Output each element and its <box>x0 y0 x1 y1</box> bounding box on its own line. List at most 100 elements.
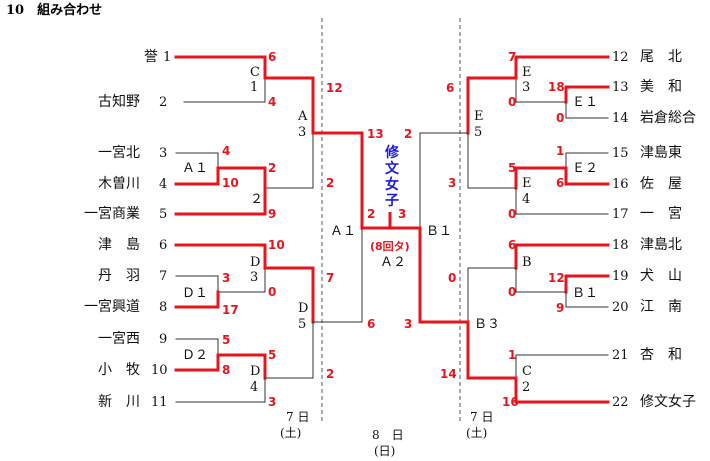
score: 7 <box>326 271 334 285</box>
match-label: C <box>250 65 260 80</box>
match-label: D <box>298 301 308 316</box>
bracket-line <box>216 166 267 190</box>
score: 2 <box>404 127 412 141</box>
team-name: 佐 屋 <box>640 176 682 192</box>
team-seed: 20 <box>612 300 629 315</box>
page-title: 10 組み合わせ <box>6 2 102 18</box>
team-seed: 18 <box>612 238 629 253</box>
team-seed: 8 <box>159 300 167 315</box>
score: 2 <box>268 161 276 175</box>
team-seed: 1 <box>163 50 171 65</box>
bracket-line <box>564 166 610 186</box>
right-teams: 12 尾 北 13 美 和 14 岩倉総合 15 津島東 16 佐 屋 17 一… <box>612 49 696 410</box>
bracket-line <box>263 76 315 135</box>
score: 9 <box>268 207 276 221</box>
match-label: 1 <box>250 80 258 95</box>
bracket-line <box>419 132 469 229</box>
score: 6 <box>508 238 516 252</box>
match-label: A <box>297 109 308 124</box>
bracket-line <box>565 152 609 169</box>
bracket-line <box>311 131 364 230</box>
champion-char: 修 <box>384 144 400 161</box>
bracket-line <box>174 290 220 309</box>
bracket-line <box>312 227 363 323</box>
team-name: 美 和 <box>640 79 682 95</box>
bracket-line <box>174 243 267 270</box>
team-seed: 12 <box>612 50 629 65</box>
bracket-line <box>565 101 609 119</box>
score: 3 <box>448 176 456 190</box>
score: 12 <box>326 81 343 95</box>
champion-name: 修 文 女 子 <box>384 144 400 209</box>
day-label-center-weekday: (日) <box>374 444 395 458</box>
team-name: 小 牧 <box>98 362 140 378</box>
match-labels: C 1 A 3 Ａ１ ２ D 3 Ｄ１ D 5 Ｄ２ D 4 Ａ１ Ａ２ Ｂ１ … <box>182 65 598 395</box>
score: 6 <box>446 81 454 95</box>
match-label: B <box>522 255 532 270</box>
score: 6 <box>367 317 375 331</box>
team-seed: 21 <box>612 348 629 363</box>
team-seed: 5 <box>159 207 167 222</box>
team-seed: 16 <box>612 177 629 192</box>
team-name: 江 南 <box>640 299 682 315</box>
bracket-line <box>264 132 314 189</box>
match-label: E <box>522 65 532 80</box>
match-label: 3 <box>298 125 306 140</box>
day-label-left: 7 日 <box>286 410 309 424</box>
team-seed: 15 <box>612 146 629 161</box>
bracket-line <box>174 353 220 372</box>
team-name: 古知野 <box>98 93 140 110</box>
team-name: 津島東 <box>640 145 682 161</box>
bracket-line <box>174 55 267 80</box>
team-seed: 4 <box>159 177 167 192</box>
bracket-line <box>174 186 267 216</box>
score: 16 <box>502 395 519 409</box>
team-seed: 7 <box>159 269 167 284</box>
day-labels: 7 日 (土) 8 日 (日) 7 日 (土) <box>280 410 493 458</box>
score: 1 <box>556 144 564 158</box>
score: 0 <box>508 95 516 109</box>
match-label: 5 <box>298 317 306 332</box>
bracket-line <box>263 266 315 324</box>
score: 5 <box>222 333 230 347</box>
team-name: 津島北 <box>640 237 682 253</box>
match-label: Ｅ２ <box>572 161 598 176</box>
team-seed: 10 <box>151 363 168 378</box>
score: 10 <box>222 176 239 190</box>
score: 13 <box>367 127 384 141</box>
score: 18 <box>548 80 565 94</box>
team-name: 一 宮 <box>640 206 682 222</box>
right-bracket-lines <box>418 55 610 404</box>
score: 10 <box>268 238 285 252</box>
score: 3 <box>222 271 230 285</box>
score: 0 <box>268 285 276 299</box>
team-name: 誉 <box>144 49 158 65</box>
bracket-line <box>174 166 220 186</box>
score: 3 <box>268 395 276 409</box>
bracket-line <box>466 76 518 135</box>
team-seed: 3 <box>159 146 167 161</box>
score: 2 <box>326 176 334 190</box>
match-label: 3 <box>250 270 258 285</box>
final-note: (8回タ) <box>370 239 410 253</box>
match-label: Ａ１ <box>182 161 208 176</box>
bracket-line <box>264 321 314 379</box>
bracket-line <box>515 354 609 379</box>
match-label: Ｂ３ <box>474 317 500 332</box>
score: 2 <box>367 207 375 221</box>
team-seed: 9 <box>159 332 167 347</box>
score: 4 <box>222 144 230 158</box>
bracket-line <box>175 338 219 356</box>
final-lines <box>362 212 420 230</box>
match-label: D <box>250 364 260 379</box>
team-seed: 19 <box>612 269 629 284</box>
score: 0 <box>448 271 456 285</box>
score: 12 <box>548 271 565 285</box>
bracket-line <box>565 291 609 308</box>
bracket-line <box>467 267 517 323</box>
team-seed: 11 <box>151 395 168 410</box>
day-label-center: 8 日 <box>372 428 404 442</box>
bracket-line <box>564 274 610 294</box>
bracket-line <box>514 243 610 270</box>
